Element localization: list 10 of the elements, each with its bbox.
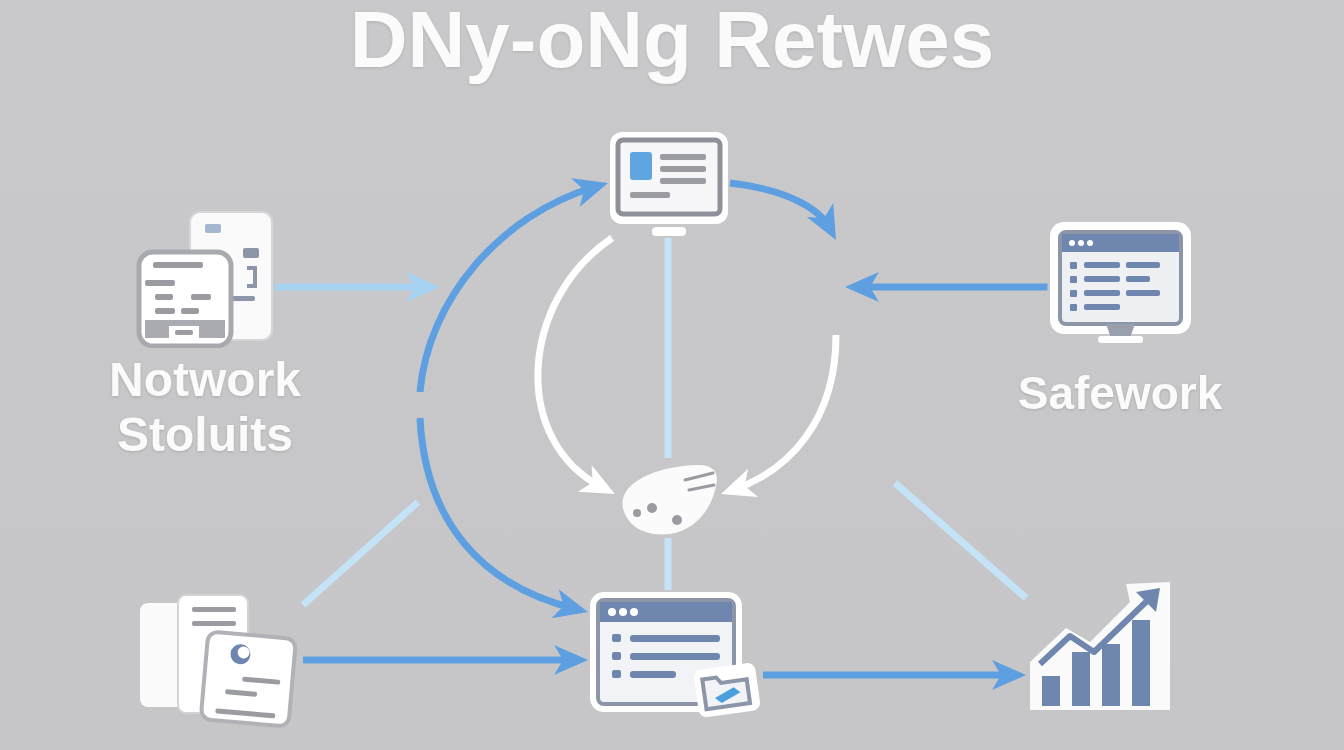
arrow bbox=[416, 179, 608, 393]
arrow bbox=[729, 179, 837, 240]
arrow bbox=[763, 660, 1026, 690]
arrow bbox=[721, 334, 840, 496]
connector-line bbox=[892, 480, 1029, 601]
connector-line bbox=[300, 499, 421, 608]
arrow bbox=[534, 235, 615, 496]
arrow bbox=[416, 417, 588, 618]
monitor-icon bbox=[608, 130, 730, 238]
arrow bbox=[845, 272, 1048, 302]
